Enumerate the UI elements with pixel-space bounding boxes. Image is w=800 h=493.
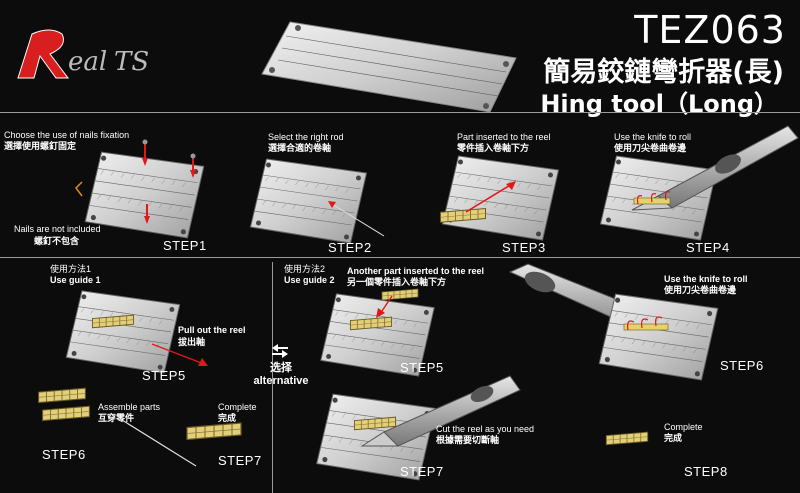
guide2-caption-en: Use guide 2 <box>284 275 335 285</box>
guide2-caption-cn: 使用方法2 <box>284 264 326 274</box>
step2-caption-cn: 選擇合適的卷軸 <box>268 143 332 153</box>
step4-caption-cn: 使用刀尖卷曲卷邊 <box>614 143 687 153</box>
guide1-wire <box>121 419 197 467</box>
guide2-step7-label: STEP7 <box>400 464 444 479</box>
divider-header <box>0 112 800 113</box>
guide1-caption-cn: 使用方法1 <box>50 264 92 274</box>
step3-label: STEP3 <box>502 240 546 255</box>
guide1-complete-cn: 完成 <box>218 413 237 423</box>
alternative-cn: 选择 <box>270 362 292 374</box>
guide2-step5-label: STEP5 <box>400 360 444 375</box>
guide2-complete-en: Complete <box>664 422 703 432</box>
step1-caption-cn: 選擇使用螺釘固定 <box>4 141 77 151</box>
guide1-pull-cn: 拔出軸 <box>178 337 206 347</box>
swap-arrows-icon <box>272 344 288 358</box>
product-code: TEZ063 <box>634 8 786 52</box>
guide2-another-en: Another part inserted to the reel <box>347 266 485 276</box>
title-english: Hing tool（Long） <box>540 90 778 118</box>
step4-label: STEP4 <box>686 240 730 255</box>
step1-label: STEP1 <box>163 238 207 253</box>
svg-text:eal: eal <box>68 47 107 77</box>
guide1-assemble-en: Assemble parts <box>98 402 161 412</box>
guide2-cut-en: Cut the reel as you need <box>436 424 535 434</box>
guide2-step6-label: STEP6 <box>720 358 764 373</box>
guide2-step8-label: STEP8 <box>684 464 728 479</box>
guide1-pull-arrow <box>151 343 208 366</box>
step3-insert-arrow <box>465 181 516 213</box>
guide2-insert-arrow <box>376 295 393 318</box>
divider-mid <box>0 257 800 258</box>
step2-caption-en: Select the right rod <box>268 132 344 142</box>
step4-roll-marks <box>633 191 671 205</box>
guide2-another-cn: 另一個零件插入卷軸下方 <box>347 277 447 287</box>
guide1-pull-en: Pull out the reel <box>178 325 246 335</box>
step1-caption-en: Choose the use of nails fixation <box>4 130 130 140</box>
step4-caption-en: Use the knife to roll <box>614 132 692 142</box>
hero-plate-illustration <box>261 21 517 113</box>
brand-logo: eal TS <box>17 29 149 79</box>
guide1-step5-label: STEP5 <box>142 368 186 383</box>
guide2-roll-marks <box>623 316 669 331</box>
guide2-cut-cn: 根據需要切斷軸 <box>436 435 500 445</box>
guide2-cutting-knife <box>360 375 521 447</box>
guide1-rolled-hinge <box>88 314 138 330</box>
guide2-complete-hinge <box>604 430 650 448</box>
step3-caption-cn: 零件插入卷軸下方 <box>457 143 530 153</box>
guide1-caption-en: Use guide 1 <box>50 275 101 285</box>
divider-vertical <box>272 262 273 493</box>
step1-note-cn: 螺釘不包含 <box>34 236 80 246</box>
title-chinese: 簡易鉸鏈彎折器(長) <box>543 57 784 88</box>
step3-caption-en: Part inserted to the reel <box>457 132 551 142</box>
alternative-en: alternative <box>253 375 309 387</box>
guide1-step7-label: STEP7 <box>218 453 262 468</box>
step1-note-en: Nails are not included <box>14 224 101 234</box>
guide1-hinge-a <box>36 386 88 406</box>
guide2-knife-en: Use the knife to roll <box>664 274 748 284</box>
guide1-complete-hinge <box>184 420 244 444</box>
guide2-complete-cn: 完成 <box>664 433 683 443</box>
guide1-hinge-b <box>40 404 92 424</box>
guide1-complete-en: Complete <box>218 402 257 412</box>
step1-screw-arrows <box>75 139 196 224</box>
step2-rod-arrow <box>328 201 385 237</box>
guide1-assemble-cn: 互穿零件 <box>98 413 135 423</box>
guide2-knife-cn: 使用刀尖卷曲卷邊 <box>664 285 737 295</box>
guide1-step6-label: STEP6 <box>42 447 86 462</box>
svg-text:TS: TS <box>114 47 149 77</box>
step2-label: STEP2 <box>328 240 372 255</box>
